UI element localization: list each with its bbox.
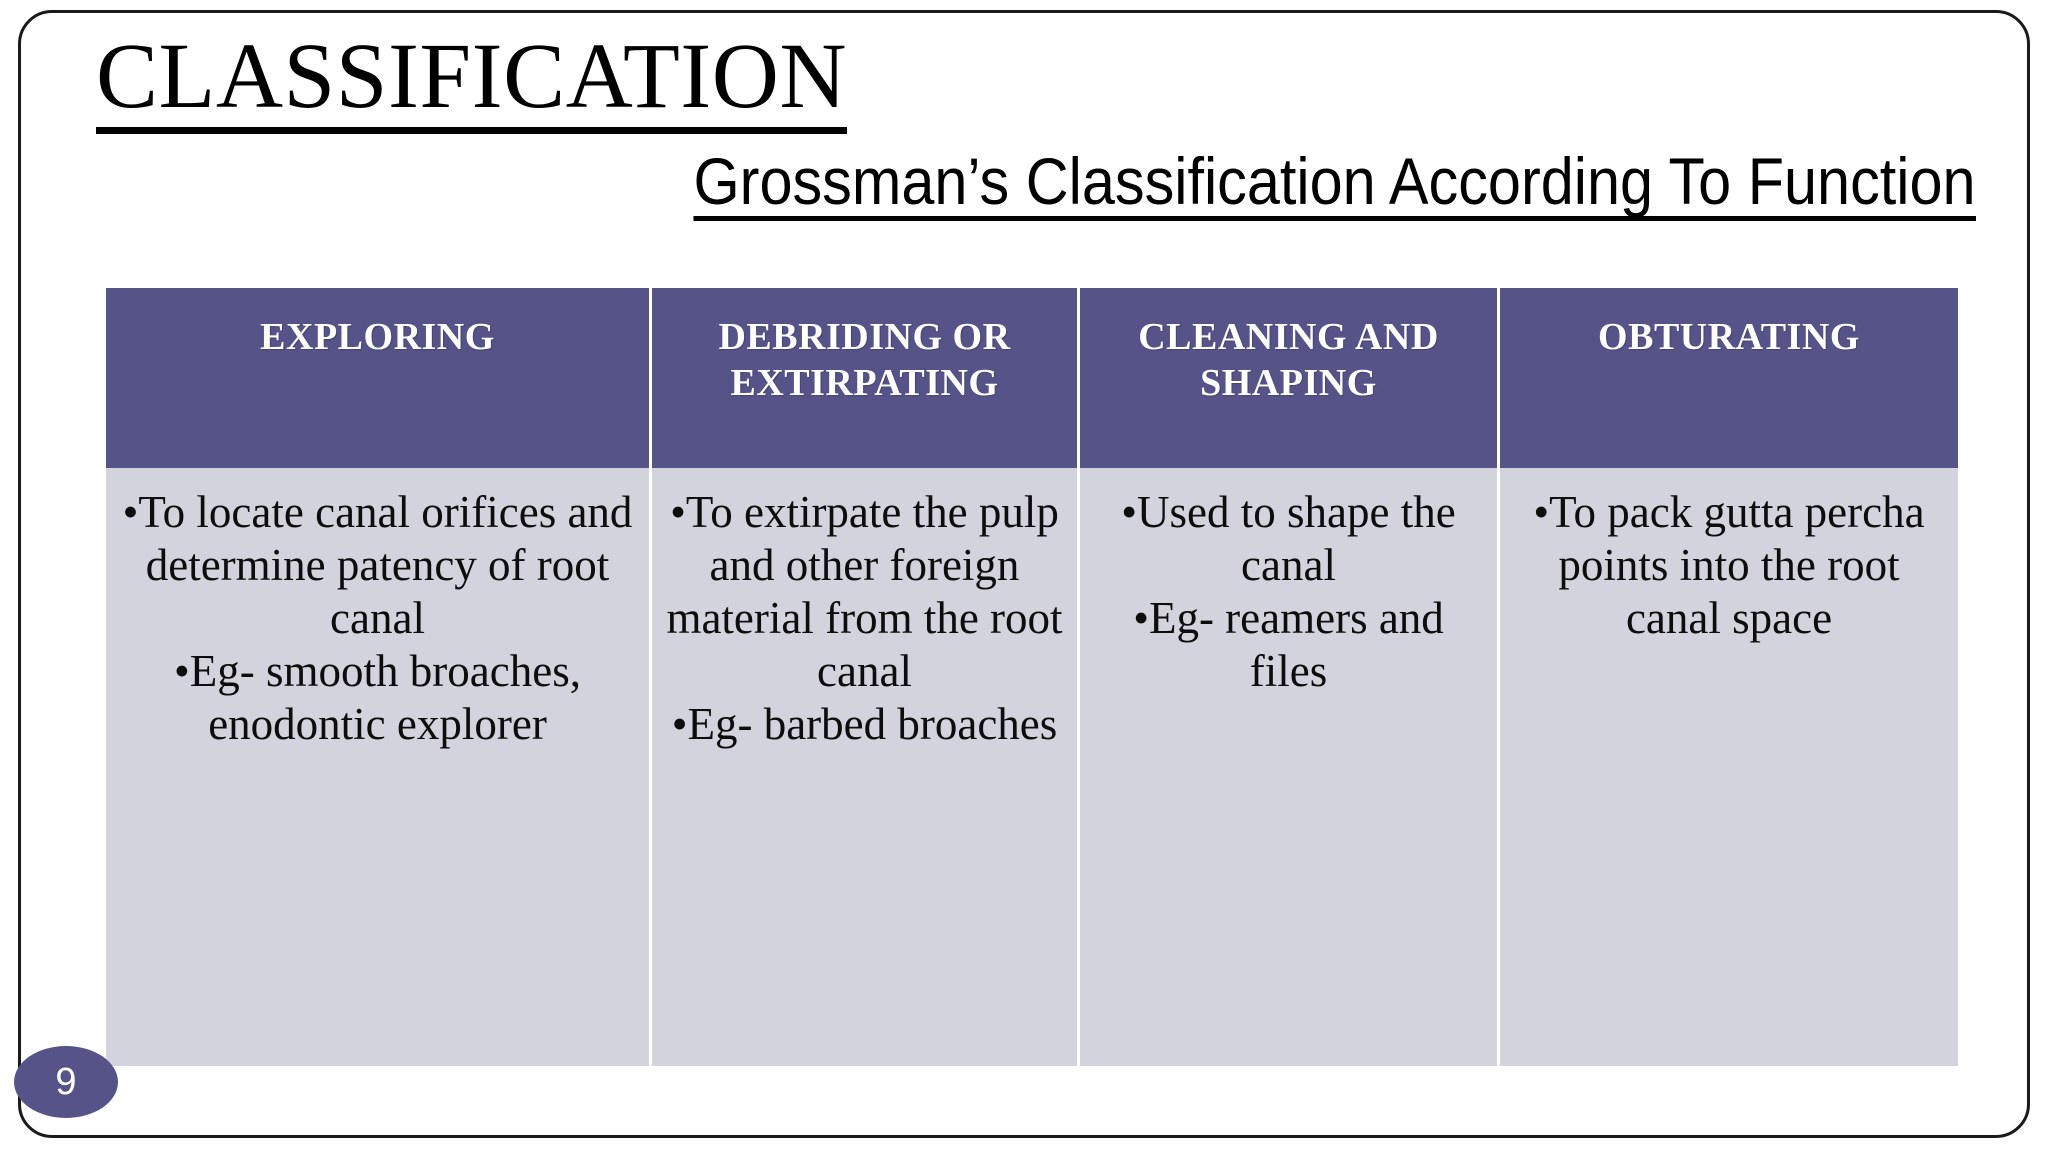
cell-exploring: To locate canal orifices and determine p… xyxy=(106,468,652,1066)
page-number-text: 9 xyxy=(55,1061,77,1103)
bullet-list-debriding: To extirpate the pulp and other foreign … xyxy=(664,486,1065,751)
list-item: Eg- barbed broaches xyxy=(664,698,1065,751)
column-header-debriding-or-extirpating: DEBRIDING OR EXTIRPATING xyxy=(652,288,1080,468)
table-header-row: EXPLORING DEBRIDING OR EXTIRPATING CLEAN… xyxy=(106,288,1958,468)
title-block: CLASSIFICATION Grossman’s Classification… xyxy=(0,30,2048,221)
bullet-list-obturating: To pack gutta percha points into the roo… xyxy=(1512,486,1946,645)
list-item: To extirpate the pulp and other foreign … xyxy=(664,486,1065,698)
column-header-exploring: EXPLORING xyxy=(106,288,652,468)
list-item: Eg- reamers and files xyxy=(1092,592,1485,698)
list-item: Used to shape the canal xyxy=(1092,486,1485,592)
column-header-obturating: OBTURATING xyxy=(1500,288,1958,468)
list-item: Eg- smooth broaches, enodontic explorer xyxy=(118,645,637,751)
page-subtitle: Grossman’s Classification According To F… xyxy=(0,148,2048,221)
classification-table: EXPLORING DEBRIDING OR EXTIRPATING CLEAN… xyxy=(106,288,1958,1066)
list-item: To pack gutta percha points into the roo… xyxy=(1512,486,1946,645)
list-item: To locate canal orifices and determine p… xyxy=(118,486,637,645)
page-number-badge: 9 xyxy=(14,1046,118,1118)
page-title-text: CLASSIFICATION xyxy=(96,30,848,134)
page-subtitle-text: Grossman’s Classification According To F… xyxy=(693,148,1976,221)
cell-obturating: To pack gutta percha points into the roo… xyxy=(1500,468,1958,1066)
table-row: To locate canal orifices and determine p… xyxy=(106,468,1958,1066)
bullet-list-exploring: To locate canal orifices and determine p… xyxy=(118,486,637,751)
cell-cleaning-and-shaping: Used to shape the canal Eg- reamers and … xyxy=(1080,468,1500,1066)
page-title: CLASSIFICATION xyxy=(0,30,2048,134)
cell-debriding-or-extirpating: To extirpate the pulp and other foreign … xyxy=(652,468,1080,1066)
column-header-cleaning-and-shaping: CLEANING AND SHAPING xyxy=(1080,288,1500,468)
bullet-list-cleaning: Used to shape the canal Eg- reamers and … xyxy=(1092,486,1485,698)
